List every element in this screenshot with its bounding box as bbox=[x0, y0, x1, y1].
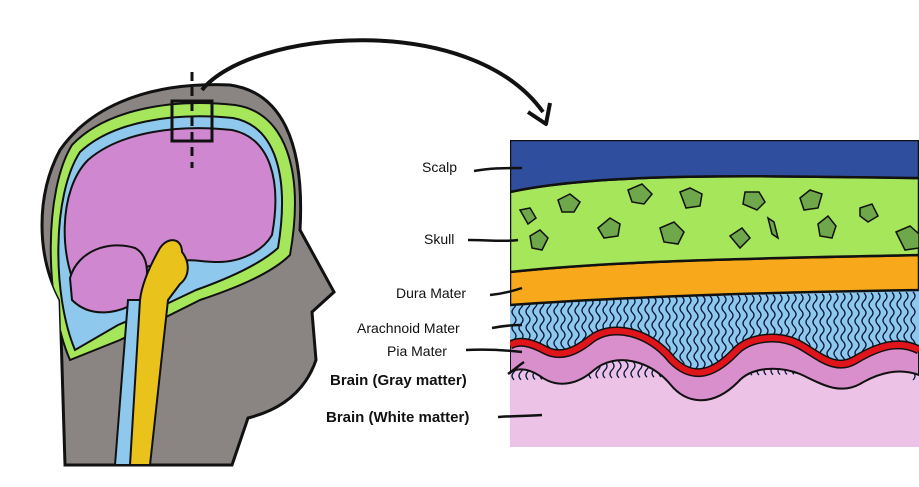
pia-mater-fill bbox=[510, 327, 919, 376]
arachnoid-strand bbox=[693, 295, 699, 377]
head-illustration bbox=[40, 72, 336, 467]
leader-gray bbox=[507, 360, 525, 376]
label-dura: Dura Mater bbox=[396, 285, 466, 301]
label-white-matter: Brain (White matter) bbox=[326, 409, 469, 426]
arachnoid-strand bbox=[686, 295, 692, 377]
labels: Scalp Skull Dura Mater Arachnoid Mater P… bbox=[326, 159, 543, 426]
leader-white bbox=[497, 413, 543, 419]
cross-section-panel bbox=[510, 140, 919, 447]
arachnoid-strand bbox=[679, 296, 685, 378]
label-pia: Pia Mater bbox=[387, 343, 447, 359]
arachnoid-strand bbox=[707, 295, 713, 377]
head-cerebellum bbox=[68, 244, 148, 314]
skull-fragments bbox=[518, 183, 919, 251]
label-skull: Skull bbox=[424, 231, 454, 247]
leader-dura bbox=[489, 286, 523, 297]
label-gray-matter: Brain (Gray matter) bbox=[330, 372, 467, 389]
leader-arachnoid bbox=[491, 323, 523, 330]
curved-arrow-icon bbox=[200, 38, 552, 126]
label-arachnoid: Arachnoid Mater bbox=[357, 320, 460, 336]
arachnoid-strand bbox=[700, 295, 706, 377]
head-brainstem bbox=[128, 239, 189, 466]
leader-scalp bbox=[473, 166, 523, 173]
label-scalp: Scalp bbox=[422, 159, 457, 175]
leader-skull bbox=[467, 238, 519, 243]
leader-pia bbox=[465, 348, 523, 354]
scalp-layer bbox=[510, 140, 919, 194]
